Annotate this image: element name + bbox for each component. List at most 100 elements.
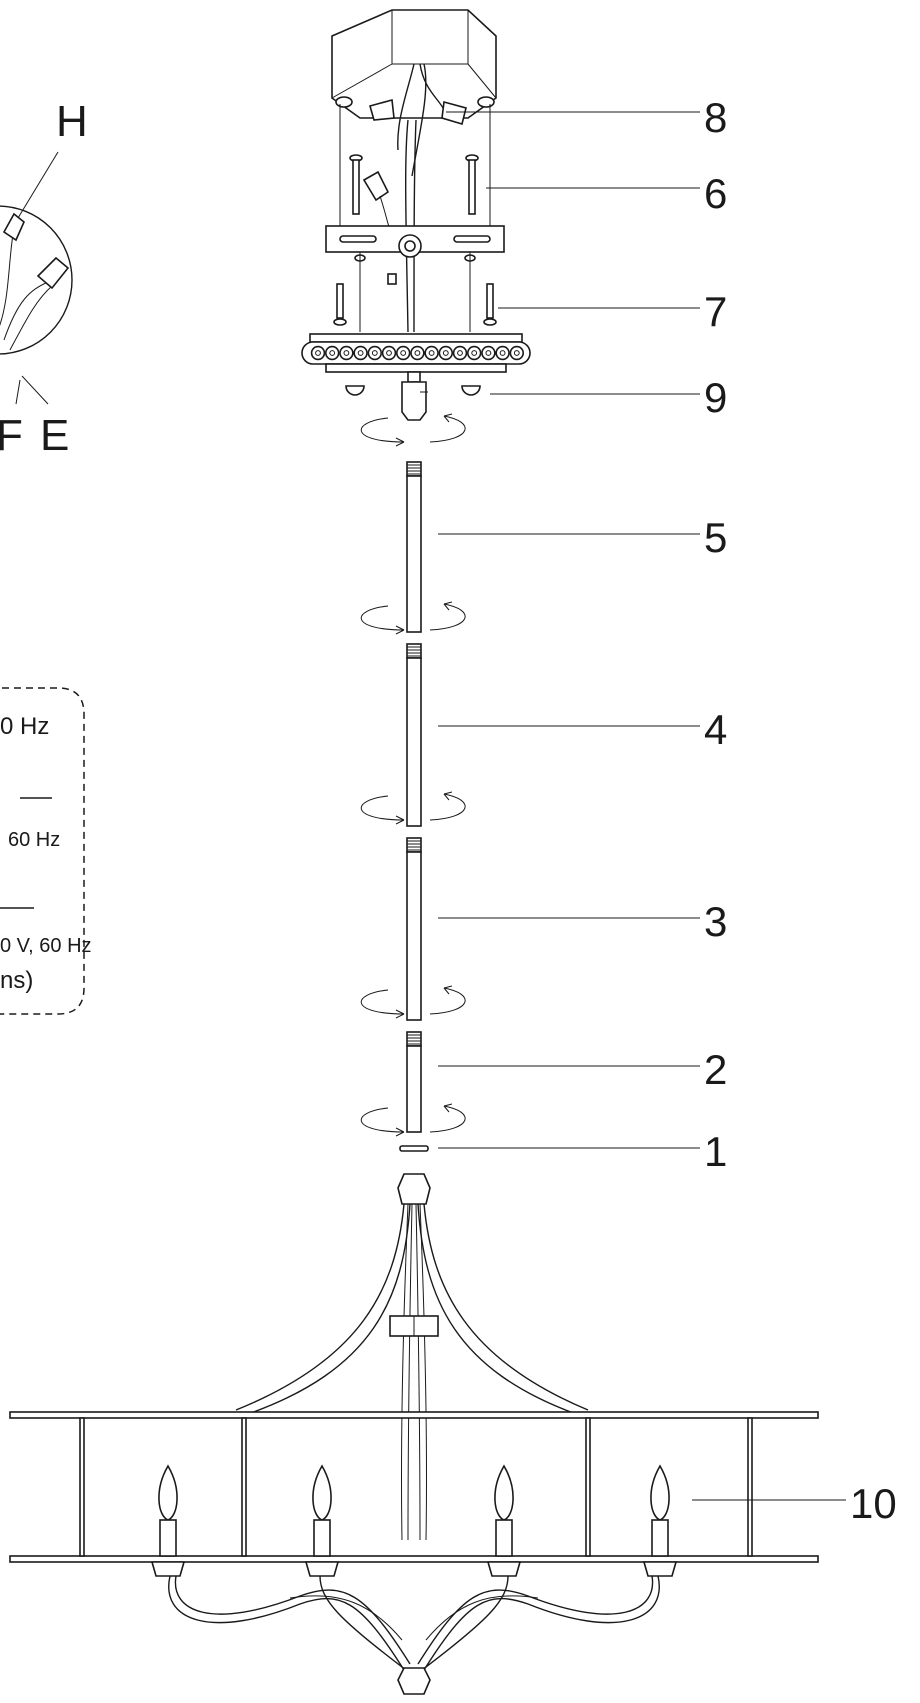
canopy-bottom-plate <box>325 363 507 373</box>
callout-10: 10 <box>850 1480 897 1527</box>
spec-box: 0 Hz 60 Hz 0 V, 60 Hz ns) <box>0 687 92 1015</box>
frame-vertical-bar <box>241 1417 247 1557</box>
candle-sleeve <box>495 1519 513 1557</box>
bobeche <box>150 1561 186 1577</box>
crystal-bead-center <box>371 350 378 356</box>
crystal-bead-center <box>513 350 520 356</box>
lower-arm <box>168 1575 405 1671</box>
crystal-bead-center <box>329 350 336 356</box>
crystal-bead <box>367 345 382 361</box>
crystal-bead <box>310 345 326 361</box>
canopy-hardware <box>345 371 481 421</box>
frame-arm-curve <box>423 1203 589 1411</box>
chandelier-body <box>9 1173 819 1695</box>
frame-rod <box>407 1203 413 1541</box>
box-edge <box>331 63 393 99</box>
arrow-head <box>443 985 453 995</box>
callouts: 8 6 7 9 5 4 3 2 1 10 <box>438 94 897 1527</box>
callout-7: 7 <box>704 288 727 335</box>
spec-line-4: ns) <box>0 967 33 994</box>
arrow-head <box>395 437 405 447</box>
coupling-top <box>407 371 421 383</box>
mounting-screws <box>339 104 491 232</box>
crystal-bead <box>424 345 439 361</box>
candles <box>150 1464 678 1577</box>
lock-nut-icon <box>461 385 481 396</box>
crystal-bead <box>396 345 411 361</box>
top-ring <box>9 1411 819 1419</box>
crystal-bead-center <box>315 350 321 356</box>
washer-part <box>399 1145 429 1152</box>
rotation-arrow-icon <box>360 1107 405 1133</box>
detail-letter-e: E <box>40 411 69 460</box>
callout-9: 9 <box>704 374 727 421</box>
spec-line-2: 60 Hz <box>8 829 60 851</box>
bulb-icon <box>312 1464 332 1521</box>
canopy-beads <box>310 345 524 361</box>
callout-5: 5 <box>704 514 727 561</box>
canopy <box>301 333 531 373</box>
rotation-arrow-icon <box>360 417 405 443</box>
callout-1: 1 <box>704 1128 727 1175</box>
crossbar-slot <box>339 235 377 243</box>
lower-arm <box>423 1575 660 1671</box>
detail-circle <box>0 205 73 355</box>
frame-vertical-bar <box>747 1417 753 1557</box>
wire-nut-icon <box>36 256 70 290</box>
lower-arm <box>421 1575 509 1671</box>
rotation-arrow-icon <box>429 603 466 631</box>
ground-nut-icon <box>362 170 390 202</box>
bottom-finial <box>397 1667 431 1695</box>
screw-head-icon <box>333 318 347 326</box>
arrow-head <box>395 815 405 825</box>
crystal-bead-center <box>485 350 492 356</box>
rotation-arrow-icon <box>360 795 405 821</box>
bulb-icon <box>494 1464 514 1521</box>
detail-letter-f: F <box>0 411 23 460</box>
spec-line-3: 0 V, 60 Hz <box>0 935 92 957</box>
rod-body <box>406 851 422 1021</box>
crystal-bead <box>325 345 340 361</box>
frame-arm-curve <box>235 1203 405 1411</box>
arrow-head <box>395 1009 405 1019</box>
rotation-arrow-icon <box>429 987 466 1015</box>
leader-f <box>15 379 21 405</box>
frame-vertical-bar <box>79 1417 85 1557</box>
crystal-bead <box>467 345 482 361</box>
wire-connection-detail: H F E <box>0 97 88 460</box>
crystal-bead <box>495 345 510 361</box>
wire-nut-icon <box>441 100 467 126</box>
crystal-bead-center <box>428 350 435 356</box>
leader-e <box>21 375 49 405</box>
screw-shaft <box>468 159 476 215</box>
downrods <box>406 461 422 1133</box>
crossbar-slot <box>453 235 491 243</box>
frame-rod <box>400 1203 409 1541</box>
arrow-head <box>443 791 453 801</box>
frame-arm-curve <box>417 1203 577 1415</box>
detail-wire <box>9 285 53 351</box>
fixture-wire <box>404 119 409 333</box>
scroll-detail <box>425 1595 539 1641</box>
crystal-bead <box>452 345 468 361</box>
rotation-arrows <box>360 413 466 1137</box>
bobeche <box>642 1561 678 1577</box>
crystal-bead <box>353 345 368 361</box>
bottom-ring <box>9 1555 819 1563</box>
vertical-bars <box>79 1417 753 1557</box>
rotation-arrow-icon <box>360 989 405 1015</box>
top-finial <box>397 1173 431 1205</box>
lower-arm <box>174 1575 411 1665</box>
fixture-wire <box>413 119 417 333</box>
rotation-arrow-icon <box>429 793 466 821</box>
screw-shaft <box>486 283 494 319</box>
arrow-head <box>395 625 405 635</box>
wire-nut-icon <box>369 98 395 121</box>
lower-arm <box>319 1575 407 1671</box>
rod-body <box>406 475 422 633</box>
crystal-bead-center <box>442 350 449 356</box>
house-wire <box>397 63 415 151</box>
crystal-bead <box>438 345 453 361</box>
crystal-bead-center <box>400 350 407 356</box>
